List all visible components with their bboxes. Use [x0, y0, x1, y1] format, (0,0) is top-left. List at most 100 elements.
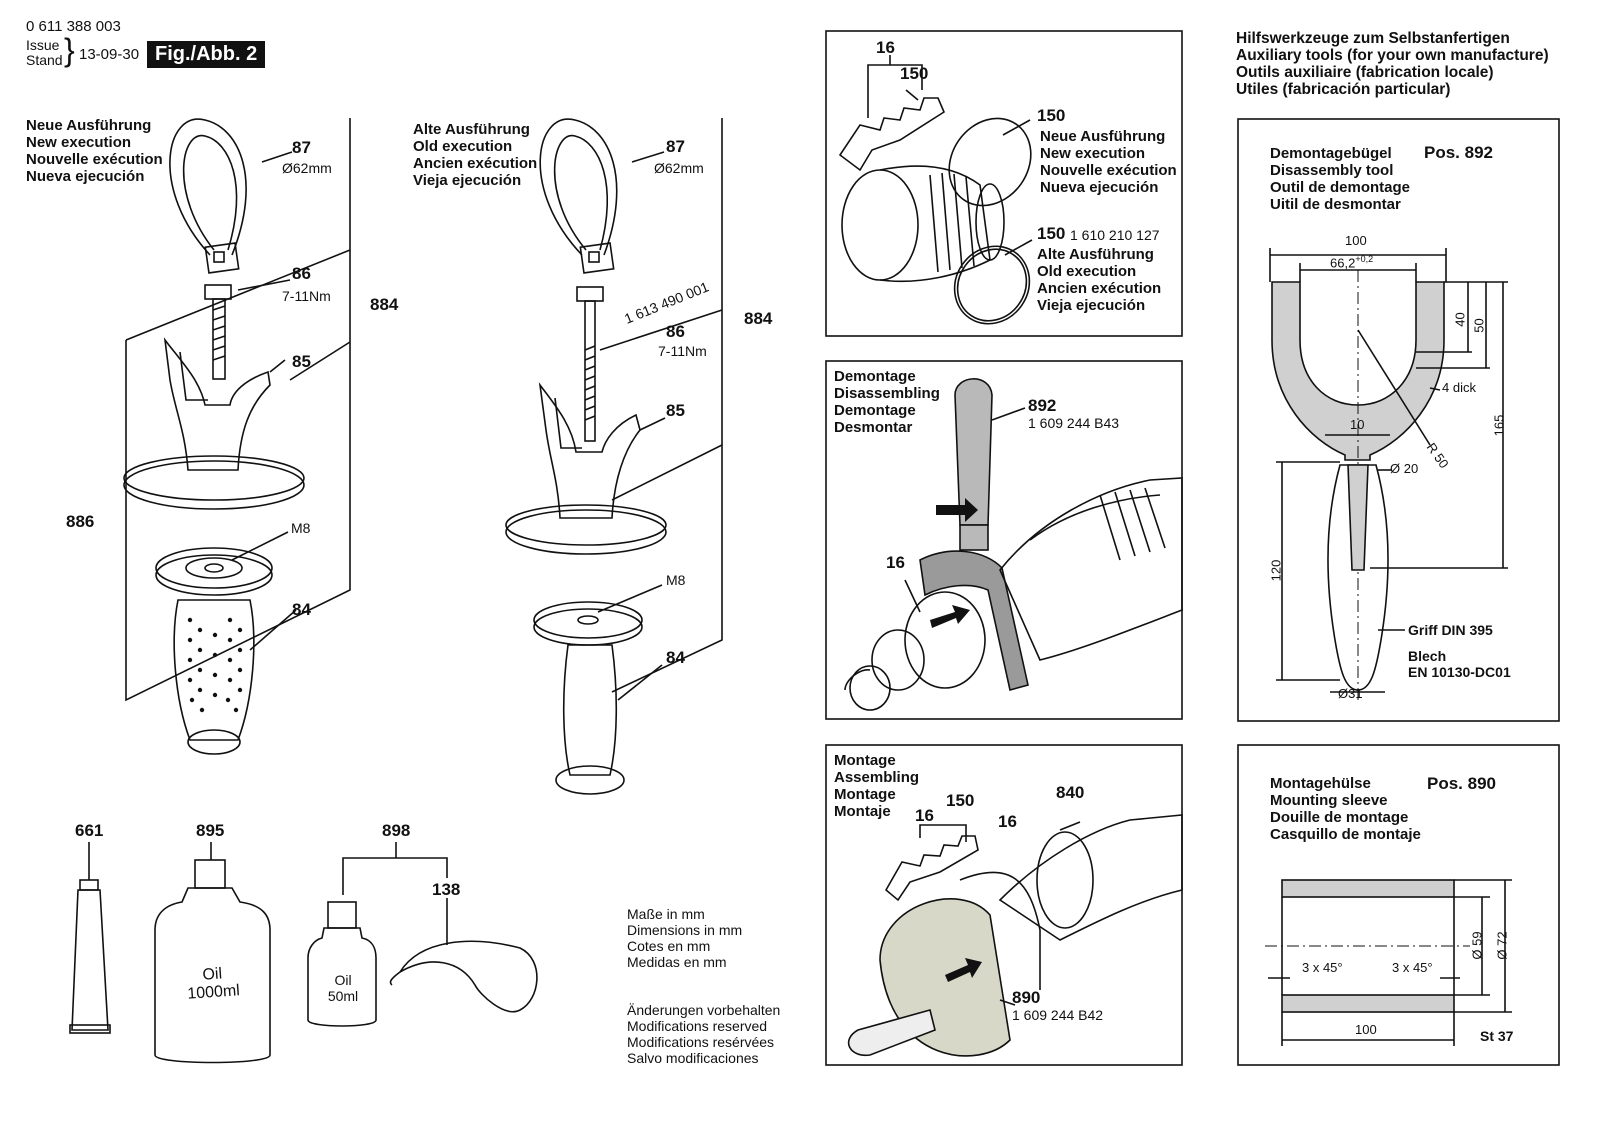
label-895: 895 — [196, 821, 225, 840]
dim-165: 165 — [1491, 414, 1507, 437]
panel-tool892-frame — [1237, 118, 1560, 722]
disassembly-drawing — [844, 378, 1183, 711]
dim-length-100: 100 — [1355, 1022, 1377, 1037]
left-label-86-torque: 7-11Nm — [282, 288, 331, 304]
assembly-es: Montaje — [834, 803, 891, 820]
tool892-drawing — [1269, 248, 1508, 700]
assembly-label-890: 890 — [1012, 988, 1041, 1007]
dim-chamfer-right: 3 x 45° — [1392, 960, 1433, 975]
oil-50-word: Oil — [334, 972, 352, 988]
middle-label-87-dim: Ø62mm — [654, 160, 704, 176]
assembly-fr: Montage — [834, 786, 896, 803]
tool890-title: Montagehülse Mounting sleeve Douille de … — [1270, 775, 1421, 843]
rings-drawing — [838, 55, 1033, 325]
tool890-de: Montagehülse — [1270, 775, 1371, 792]
changes-en: Modifications reserved — [627, 1018, 768, 1034]
tool892-en: Disassembly tool — [1270, 162, 1394, 179]
note-blech: Blech — [1408, 648, 1447, 664]
disassembly-en: Disassembling — [834, 385, 940, 402]
dim-66: 66,2+0,2 — [1330, 254, 1373, 270]
middle-title-de: Alte Ausführung — [413, 121, 530, 138]
oil-50-label: Oil 50ml — [323, 972, 363, 1004]
left-label-884: 884 — [370, 295, 399, 314]
assembly-title: Montage Assembling Montage Montaje — [834, 752, 919, 820]
middle-title: Alte Ausführung Old execution Ancien exé… — [413, 121, 537, 189]
oil-50-volume: 50ml — [327, 988, 359, 1004]
assembly-label-150: 150 — [946, 791, 975, 810]
tool890-es: Casquillo de montaje — [1270, 826, 1421, 843]
middle-title-es: Vieja ejecución — [413, 172, 522, 189]
figure-label: Fig./Abb. 2 — [147, 41, 266, 68]
left-label-886: 886 — [66, 512, 95, 531]
disassembly-es: Desmontar — [834, 419, 913, 436]
left-label-86: 86 — [292, 264, 311, 283]
assembly-label-16a: 16 — [915, 806, 934, 825]
left-label-m8: M8 — [291, 520, 311, 536]
left-title: Neue Ausführung New execution Nouvelle e… — [26, 117, 163, 185]
middle-label-84: 84 — [666, 648, 685, 667]
middle-label-86: 86 — [666, 322, 685, 341]
left-label-87-dim: Ø62mm — [282, 160, 332, 176]
stand-label: Stand — [26, 52, 63, 68]
panel-assembly-frame — [825, 744, 1183, 1066]
tool892-de: Demontagebügel — [1270, 145, 1392, 162]
tool892-pos: Pos. 892 — [1424, 143, 1493, 162]
disassembly-title: Demontage Disassembling Demontage Desmon… — [834, 368, 940, 436]
dim-4-dick: 4 dick — [1442, 380, 1476, 395]
units-note: Maße in mm Dimensions in mm Cotes en mm … — [627, 906, 742, 970]
changes-fr: Modifications resérvées — [627, 1034, 775, 1050]
tool890-pos: Pos. 890 — [1427, 774, 1496, 793]
aux-title-fr: Outils auxiliaire (fabrication locale) — [1236, 64, 1494, 81]
left-label-85: 85 — [292, 352, 311, 371]
units-fr: Cotes en mm — [627, 938, 711, 954]
material-st37: St 37 — [1480, 1028, 1514, 1044]
aux-title-en: Auxiliary tools (for your own manufactur… — [1236, 47, 1549, 64]
dim-d31: Ø31 — [1338, 686, 1363, 701]
disassembly-892-number: 1 609 244 B43 — [1028, 415, 1120, 431]
dim-d20: Ø 20 — [1390, 461, 1419, 476]
tool892-fr: Outil de demontage — [1270, 179, 1411, 196]
brace-glyph: } — [64, 32, 75, 68]
middle-label-884: 884 — [744, 309, 773, 328]
dim-66-tolerance: +0,2 — [1355, 254, 1374, 264]
label-138: 138 — [432, 880, 461, 899]
assembly-890-number: 1 609 244 B42 — [1012, 1007, 1104, 1023]
middle-label-85: 85 — [666, 401, 685, 420]
rings-new-exec: Neue Ausführung New execution Nouvelle e… — [1040, 128, 1177, 196]
changes-de: Änderungen vorbehalten — [627, 1002, 781, 1018]
assembly-label-16b: 16 — [998, 812, 1017, 831]
label-661: 661 — [75, 821, 104, 840]
aux-title-es: Utiles (fabricación particular) — [1236, 81, 1451, 98]
dim-100-top: 100 — [1345, 233, 1367, 248]
left-assembly — [123, 118, 351, 755]
tool892-title: Demontagebügel Disassembly tool Outil de… — [1270, 145, 1410, 213]
rings-label-150b: 150 — [1037, 106, 1066, 125]
left-title-es: Nueva ejecución — [26, 168, 145, 185]
dim-chamfer-left: 3 x 45° — [1302, 960, 1343, 975]
left-label-84: 84 — [292, 600, 311, 619]
disassembly-label-892: 892 — [1028, 396, 1057, 415]
oil-1000-label: Oil 1000ml — [177, 964, 249, 1005]
middle-label-m8: M8 — [666, 572, 686, 588]
units-es: Medidas en mm — [627, 954, 727, 970]
rings-new-de: Neue Ausführung — [1040, 128, 1166, 145]
rings-new-es: Nueva ejecución — [1040, 179, 1159, 196]
disassembly-de: Demontage — [834, 368, 916, 385]
changes-es: Salvo modificaciones — [627, 1050, 759, 1066]
rings-label-16: 16 — [876, 38, 895, 57]
dim-120: 120 — [1268, 559, 1284, 582]
part-number: 0 611 388 003 — [26, 18, 121, 35]
dim-d72: Ø 72 — [1494, 931, 1510, 960]
assembly-label-840: 840 — [1056, 783, 1085, 802]
assembly-en: Assembling — [834, 769, 920, 786]
rings-label-150c: 150 — [1037, 224, 1066, 243]
rings-150c-number: 1 610 210 127 — [1070, 227, 1160, 243]
grip-texture — [187, 617, 243, 713]
middle-label-86-torque: 7-11Nm — [658, 343, 707, 359]
dim-d59: Ø 59 — [1469, 931, 1485, 960]
units-en: Dimensions in mm — [627, 922, 743, 938]
assembly-drawing — [847, 814, 1183, 1057]
tool890-drawing — [1265, 879, 1512, 1046]
note-griff: Griff DIN 395 — [1408, 622, 1493, 638]
middle-title-en: Old execution — [413, 138, 513, 155]
